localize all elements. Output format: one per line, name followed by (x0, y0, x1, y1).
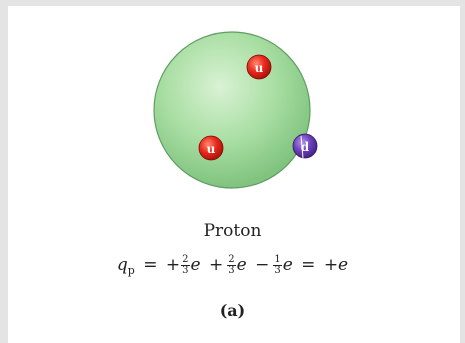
term-sign: − (255, 255, 270, 275)
charge-symbol: q (116, 255, 128, 275)
term-sign: + (208, 255, 224, 275)
charge-unit: e (236, 255, 247, 275)
charge-subscript: p (127, 264, 135, 277)
charge-result: +e (323, 255, 349, 275)
cursor-mark (300, 135, 304, 159)
up-quark-bottom: u (198, 135, 224, 161)
equals-sign: = (301, 255, 316, 275)
term-sign: + (165, 255, 181, 275)
proton-label: Proton (203, 221, 262, 241)
equals-sign: = (143, 255, 158, 275)
quark-label: u (255, 61, 264, 75)
proton-sphere (153, 31, 311, 189)
charge-unit: e (282, 255, 293, 275)
quark-label: u (207, 142, 216, 156)
down-quark: d (292, 133, 318, 159)
charge-unit: e (190, 255, 201, 275)
panel-label: (a) (219, 301, 246, 320)
quark-label: d (301, 140, 310, 154)
up-quark-top: u (246, 54, 272, 80)
